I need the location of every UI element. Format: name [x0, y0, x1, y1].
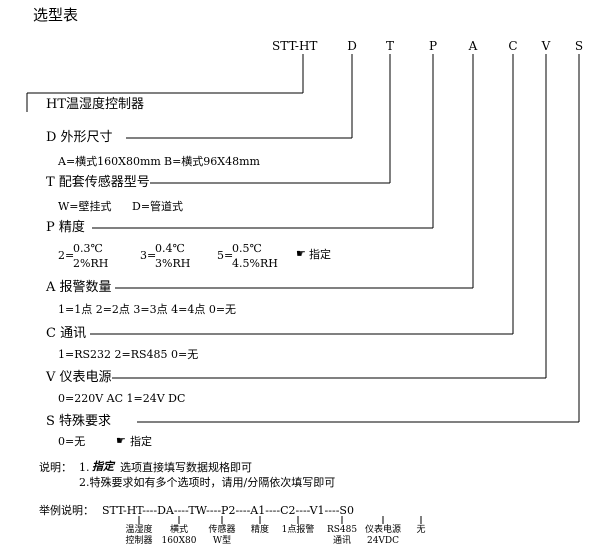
row-p-key-3: 3= — [140, 249, 157, 262]
notes-item2-text: 2.特殊要求如有多个选项时，请用/分隔依次填写即可 — [79, 476, 336, 489]
row-p-rh-2: 2%RH — [73, 257, 109, 270]
row-s-label: S 特殊要求 — [46, 414, 112, 429]
example-label-alarm: 1点报警 — [281, 525, 315, 535]
example-label-special: 无 — [416, 525, 426, 535]
header-code-v: V — [541, 39, 551, 53]
header-code-p: P — [428, 39, 438, 53]
row-p-key-2: 2= — [58, 249, 75, 262]
row-p-temp-5: 0.5℃ — [232, 242, 262, 255]
row-d-option-a: A=横式160X80mm — [58, 155, 161, 168]
row-t-label: T 配套传感器型号 — [46, 175, 150, 190]
row-a-options: 1=1点 2=2点 3=3点 4=4点 0=无 — [58, 303, 237, 316]
example-label-size: 横式 160X80 — [161, 525, 197, 546]
example-label-comm: RS485 通讯 — [326, 525, 358, 546]
row-a-label: A 报警数量 — [46, 280, 112, 295]
notes-item1-number: 1. — [79, 461, 90, 474]
example-label-controller: 温湿度 控制器 — [125, 525, 153, 546]
example-label-precision: 精度 — [250, 525, 269, 535]
header-code-t: T — [385, 39, 394, 53]
row-p-key-5: 5= — [217, 249, 234, 262]
notes-item1-text: 选项直接填写数据规格即可 — [120, 461, 252, 474]
notes-item1-emphasis: 指定 — [92, 460, 114, 473]
header-code-s: S — [574, 39, 584, 53]
row-v-label: V 仪表电源 — [46, 370, 112, 385]
header-code-prefix: STT-HT — [272, 39, 318, 53]
row-c-options: 1=RS232 2=RS485 0=无 — [58, 348, 199, 361]
row-p-rh-3: 3%RH — [155, 257, 191, 270]
row-d-label: D 外形尺寸 — [46, 130, 113, 145]
row-s-option-none: 0=无 — [58, 435, 86, 448]
header-code-a: A — [468, 39, 478, 53]
row-p-rh-5: 4.5%RH — [232, 257, 278, 270]
pointing-hand-icon: ☛ — [116, 434, 126, 447]
row-p-custom: 指定 — [309, 248, 331, 261]
row-ht-label: HT温湿度控制器 — [46, 97, 145, 112]
example-label-power: 仪表电源 24VDC — [364, 525, 401, 546]
row-p-temp-3: 0.4℃ — [155, 242, 185, 255]
row-t-option-w: W=壁挂式 — [58, 200, 112, 213]
row-p-label: P 精度 — [46, 220, 85, 235]
header-code-c: C — [508, 39, 518, 53]
row-s-custom: 指定 — [130, 435, 152, 448]
example-label-sensor: 传感器 W型 — [208, 525, 236, 546]
notes-prefix: 说明： — [39, 461, 72, 474]
row-c-label: C 通讯 — [46, 326, 87, 341]
example-code: STT-HT----DA----TW----P2----A1----C2----… — [102, 504, 354, 517]
page-title: 选型表 — [33, 6, 79, 24]
row-p-temp-2: 0.3℃ — [73, 242, 103, 255]
row-d-option-b: B=横式96X48mm — [164, 155, 260, 168]
pointing-hand-icon: ☛ — [296, 247, 306, 260]
example-prefix: 举例说明： — [39, 504, 94, 517]
row-v-options: 0=220V AC 1=24V DC — [58, 392, 186, 405]
row-t-option-d: D=管道式 — [132, 200, 184, 213]
header-code-d: D — [347, 39, 357, 53]
